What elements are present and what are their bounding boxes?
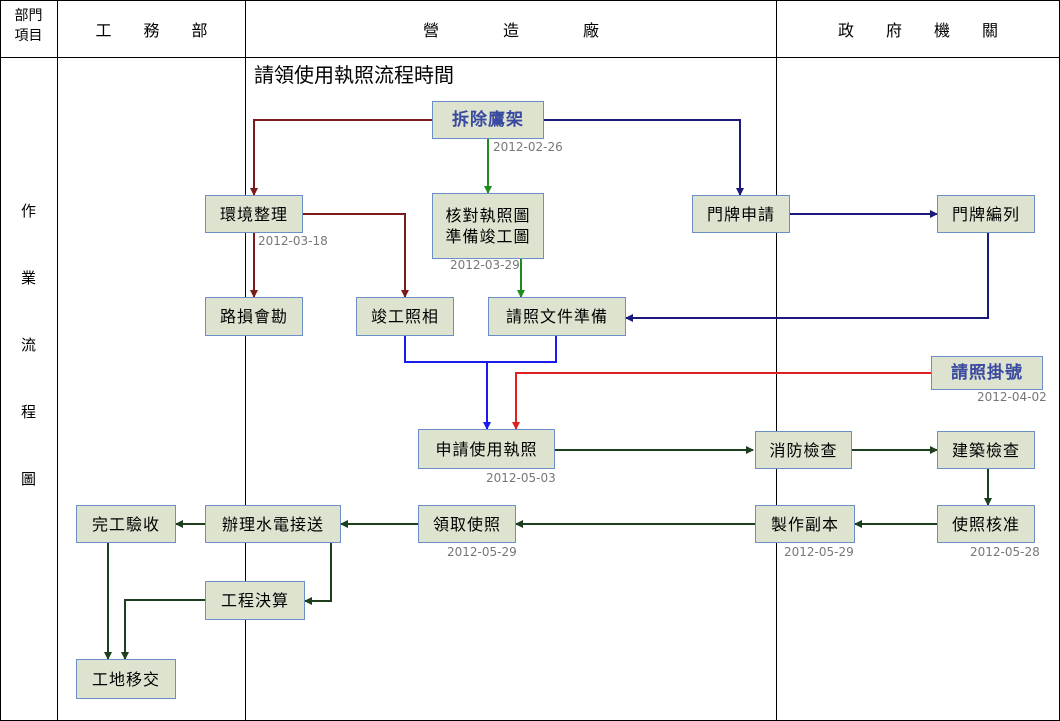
header-separator [0,57,1060,58]
column-divider-3 [776,0,777,721]
border-top [0,0,1060,1]
node-road-damage-survey: 路損會勘 [205,297,303,336]
node-building-inspection: 建築檢查 [937,431,1035,469]
corner-label-item: 項目 [14,28,43,44]
arrow-demolish-to-env [250,119,432,196]
node-site-handover: 工地移交 [76,659,176,699]
date-environment: 2012-03-18 [258,234,328,248]
corner-label-department: 部門 [14,8,43,24]
node-permit-documents: 請照文件準備 [488,297,626,336]
column-divider-2 [245,0,246,721]
arrow-env-to-photo [303,213,409,298]
header-public-works-dept: 工 務 部 [95,20,208,40]
node-completion-acceptance: 完工驗收 [76,505,176,543]
border-left [0,0,1,721]
header-government: 政 府 機 關 [837,20,998,40]
side-label-char-2: 業 [20,269,36,287]
node-environment-cleanup: 環境整理 [205,195,303,233]
side-label-char-3: 流 [20,336,36,354]
node-receive-use-permit: 領取使照 [418,505,516,543]
node-utility-connection: 辦理水電接送 [205,505,341,543]
column-divider-1 [57,0,58,721]
arrow-settlement-to-handover [121,599,205,660]
node-apply-use-permit: 申請使用執照 [418,429,555,469]
side-label-char-4: 程 [20,403,36,421]
node-make-copies: 製作副本 [755,505,855,543]
date-verify: 2012-03-29 [450,258,520,272]
date-apply-use: 2012-05-03 [486,471,556,485]
side-label-char-1: 作 [20,202,36,220]
date-receive: 2012-05-29 [447,545,517,559]
date-approve: 2012-05-28 [970,545,1040,559]
arrow-register-to-apply [512,372,931,430]
arrow-doorplate-assign-to-docs [625,233,989,322]
node-permit-registration: 請照掛號 [931,356,1043,390]
node-verify-drawings: 核對執照圖 準備竣工圖 [432,193,544,259]
diagram-title: 請領使用執照流程時間 [254,63,454,87]
node-demolish-scaffold: 拆除鷹架 [432,101,544,139]
header-contractor: 營 造 廠 [422,20,599,40]
date-copy: 2012-05-29 [784,545,854,559]
header-corner-cell: 部門 項目 [0,0,57,57]
node-doorplate-application: 門牌申請 [692,195,790,233]
node-fire-inspection: 消防檢查 [755,431,852,469]
node-completion-photos: 竣工照相 [356,297,454,336]
date-registration: 2012-04-02 [977,390,1047,404]
node-doorplate-assignment: 門牌編列 [937,195,1035,233]
arrow-demolish-to-doorplate [544,119,744,196]
node-use-permit-approval: 使照核准 [937,505,1035,543]
node-final-settlement: 工程決算 [205,581,305,620]
date-demolish: 2012-02-26 [493,140,563,154]
arrow-photo-join [404,336,557,363]
arrow-utility-to-settlement [304,543,332,605]
side-label-char-5: 圖 [20,470,36,488]
